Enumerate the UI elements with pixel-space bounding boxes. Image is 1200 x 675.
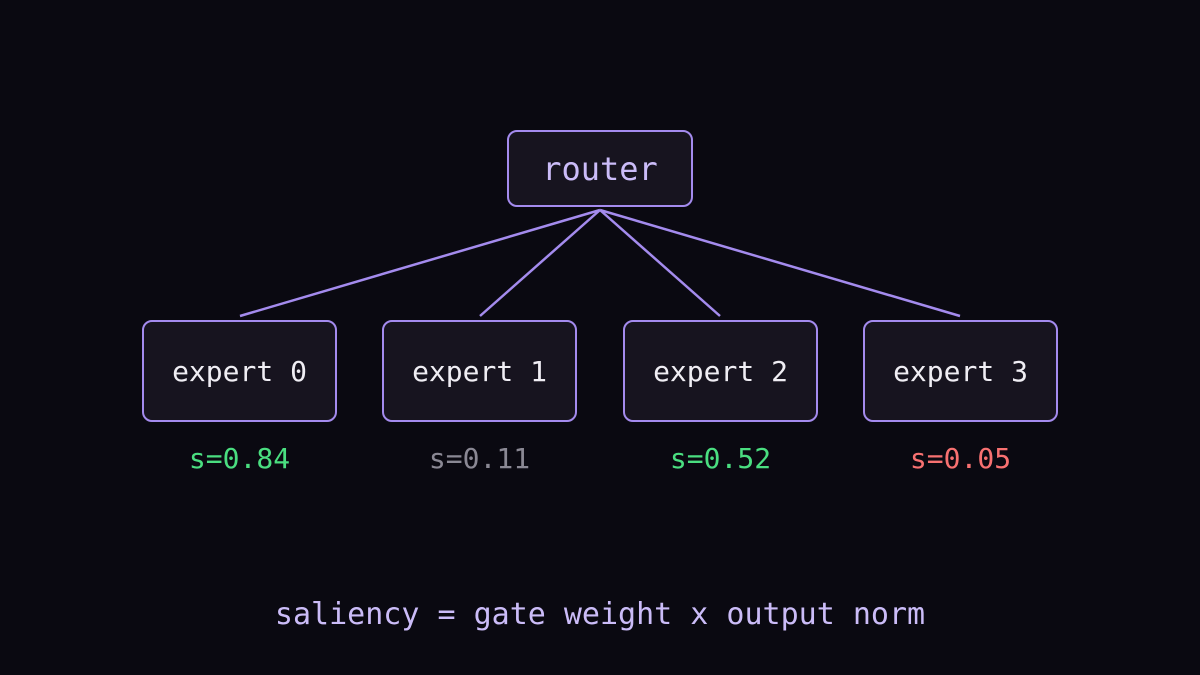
expert-score-2: s=0.52 (669, 442, 772, 475)
link-router-expert-1 (479, 209, 601, 317)
expert-label-1: expert 1 (412, 354, 547, 388)
expert-node-3: expert 3 (863, 320, 1058, 422)
expert-node-1: expert 1 (382, 320, 577, 422)
expert-score-1: s=0.11 (428, 442, 531, 475)
router-label: router (542, 149, 658, 188)
expert-label-3: expert 3 (893, 354, 1028, 388)
expert-node-0: expert 0 (142, 320, 337, 422)
link-router-expert-0 (239, 208, 601, 318)
saliency-caption: saliency = gate weight x output norm (274, 597, 926, 632)
expert-score-3: s=0.05 (909, 442, 1012, 475)
link-router-expert-2 (599, 209, 721, 317)
expert-node-2: expert 2 (623, 320, 818, 422)
expert-label-0: expert 0 (172, 354, 307, 388)
expert-label-2: expert 2 (653, 354, 788, 388)
link-router-expert-3 (599, 208, 961, 318)
router-node: router (507, 130, 693, 207)
expert-score-0: s=0.84 (188, 442, 291, 475)
